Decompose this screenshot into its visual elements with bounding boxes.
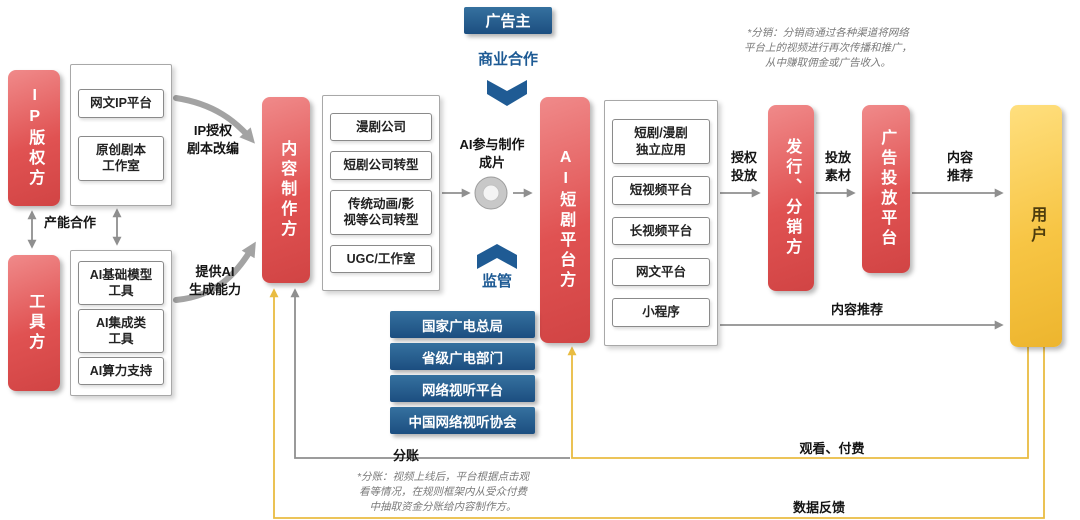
node-advertiser: 广告主 [464, 7, 552, 34]
footnote-distribution: *分销：分销商通过各种渠道将网络 平台上的视频进行再次传播和推广， 从中赚取佣金… [744, 27, 912, 69]
regulator-box: 国家广电总局 [390, 311, 535, 338]
node-ai-platform: AI短剧平台方 [540, 97, 590, 343]
group-item: UGC/工作室 [330, 245, 432, 274]
label-authorized-placement: 授权 投放 [730, 150, 757, 183]
group-item: 短视频平台 [612, 176, 710, 205]
label-content-recommendation-bottom: 内容推荐 [830, 302, 883, 317]
label-revenue-share: 分账 [392, 448, 419, 463]
regulator-box: 中国网络视听协会 [390, 407, 535, 434]
label-ai-production: AI参与制作 成片 [459, 137, 525, 170]
arrow-ip-to-producer [173, 95, 255, 144]
label-placement-material: 投放 素材 [824, 150, 851, 183]
label-data-feedback: 数据反馈 [792, 500, 845, 515]
label-capacity-cooperation: 产能合作 [43, 215, 96, 230]
label-supervision: 监管 [481, 273, 512, 290]
group-item: 网文IP平台 [78, 89, 164, 118]
regulator-box: 网络视听平台 [390, 375, 535, 402]
label-provide-ai: 提供AI 生成能力 [188, 264, 241, 297]
node-tool-party: 工具方 [8, 255, 60, 391]
group-ai-tools: AI基础模型 工具 AI集成类 工具 AI算力支持 [70, 250, 172, 396]
line-data-feedback [269, 288, 1045, 519]
regulator-box: 省级广电部门 [390, 343, 535, 370]
group-item: 长视频平台 [612, 216, 710, 246]
group-item: 漫剧公司 [330, 112, 432, 141]
group-ip-sources: 网文IP平台 原创剧本 工作室 [70, 64, 172, 206]
label-content-recommendation-top: 内容 推荐 [946, 150, 973, 183]
group-item: 网文平台 [612, 257, 710, 286]
label-business-cooperation: 商业合作 [477, 51, 538, 68]
node-content-producer: 内容制作方 [262, 97, 310, 283]
node-ad-platform: 广告投放平台 [862, 105, 910, 273]
group-item: 短剧/漫剧 独立应用 [612, 119, 710, 164]
group-distribution-channels: 短剧/漫剧 独立应用 短视频平台 长视频平台 网文平台 小程序 [604, 100, 718, 346]
node-distributor: 发行、分销方 [768, 105, 814, 291]
chevron-down-icon [487, 80, 527, 106]
node-ip-party: IP版权方 [8, 70, 60, 206]
node-ip-party-label: IP版权方 [26, 87, 44, 189]
footnote-revenue-share: *分账：视频上线后，平台根据点击观 看等情况，在规则框架内从受众付费 中抽取资金… [356, 471, 530, 513]
node-content-producer-label: 内容制作方 [278, 140, 296, 240]
node-tool-party-label: 工具方 [26, 293, 44, 353]
group-producer-types: 漫剧公司 短剧公司转型 传统动画/影 视等公司转型 UGC/工作室 [322, 95, 440, 291]
arrow-tools-to-producer [173, 241, 256, 303]
label-ip-license: IP授权 剧本改编 [186, 123, 239, 156]
group-item: AI集成类 工具 [78, 308, 164, 354]
group-item: 传统动画/影 视等公司转型 [330, 190, 432, 235]
line-watch-pay [567, 346, 1029, 459]
node-user: 用户 [1010, 105, 1062, 347]
process-node-center [482, 184, 500, 202]
node-ad-platform-label: 广告投放平台 [878, 129, 896, 249]
group-item: 原创剧本 工作室 [78, 136, 164, 181]
group-item: 小程序 [612, 298, 710, 327]
node-user-label: 用户 [1028, 206, 1046, 246]
group-item: 短剧公司转型 [330, 151, 432, 180]
group-item: AI基础模型 工具 [78, 260, 164, 306]
node-ai-platform-label: AI短剧平台方 [557, 149, 575, 291]
chevron-up-icon [477, 244, 517, 269]
node-distributor-label: 发行、分销方 [783, 138, 801, 258]
group-item: AI算力支持 [78, 357, 164, 386]
arrow-revenue-share [290, 288, 570, 459]
label-watch-pay: 观看、付费 [799, 441, 865, 456]
